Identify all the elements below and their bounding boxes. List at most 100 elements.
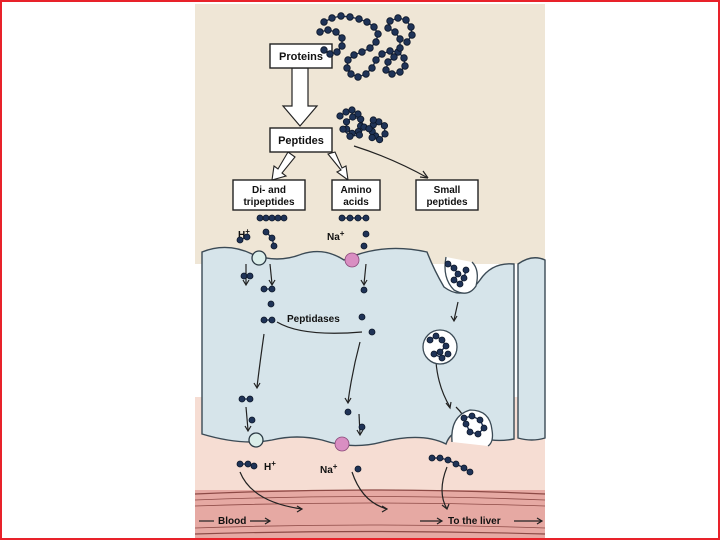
bead xyxy=(456,280,464,288)
bead xyxy=(328,14,336,22)
bead xyxy=(460,464,468,472)
bead xyxy=(338,34,346,42)
bead xyxy=(368,134,376,142)
blood-label: Blood xyxy=(218,516,246,527)
bead xyxy=(369,116,377,124)
bead xyxy=(346,13,354,21)
peptides-box: Peptides xyxy=(269,127,333,153)
dipeptide-in-cell-1 xyxy=(240,272,254,280)
bead xyxy=(240,272,248,280)
bead xyxy=(336,112,344,120)
di-tripeptides-box: Di- and tripeptides xyxy=(232,179,306,211)
bead xyxy=(274,214,282,222)
bead xyxy=(344,408,352,416)
bead xyxy=(390,53,398,61)
bead xyxy=(320,18,328,26)
bead xyxy=(401,62,409,70)
bead xyxy=(378,50,386,58)
bead xyxy=(354,110,362,118)
bead xyxy=(444,260,452,268)
bead xyxy=(386,17,394,25)
bead xyxy=(246,395,254,403)
amino-acid-exit-1 xyxy=(250,462,258,470)
bead xyxy=(466,468,474,476)
di-tri-label-line1: Di- and xyxy=(252,185,286,196)
amino-acid-exit-2 xyxy=(354,465,362,473)
bead xyxy=(366,44,374,52)
peptidases-arrow xyxy=(276,321,363,334)
blood-label-group: Blood xyxy=(199,516,272,527)
molecule-beads xyxy=(236,12,488,476)
bead xyxy=(474,430,482,438)
bead xyxy=(270,242,278,250)
bead xyxy=(438,336,446,344)
digestion-arrow xyxy=(281,67,319,127)
bead xyxy=(355,131,363,139)
bead xyxy=(268,285,276,293)
small-peptide-vesicle xyxy=(426,332,452,362)
bead xyxy=(358,48,366,56)
epithelial-cell xyxy=(201,246,515,447)
bead xyxy=(462,266,470,274)
peptidases-label: Peptidases xyxy=(287,314,340,325)
small-label-line1: Small xyxy=(434,185,461,196)
na-ion-bottom-label: Na+ xyxy=(320,462,338,476)
bead xyxy=(468,412,476,420)
dipeptide-entering xyxy=(236,233,251,244)
bead xyxy=(347,70,355,78)
bead xyxy=(452,460,460,468)
bead xyxy=(460,414,468,422)
bead xyxy=(391,28,399,36)
bead xyxy=(388,70,396,78)
bead xyxy=(243,233,251,241)
amino-acid-cell-3 xyxy=(358,313,366,321)
h-ion-bottom-label: H+ xyxy=(264,459,276,473)
bead xyxy=(432,332,440,340)
bead xyxy=(466,428,474,436)
bead xyxy=(256,214,264,222)
small-peptide-exocytosis xyxy=(460,412,488,438)
bead xyxy=(262,228,270,236)
bead xyxy=(338,214,346,222)
bead xyxy=(400,54,408,62)
bead xyxy=(244,460,252,468)
bead xyxy=(362,214,370,222)
liver-label-group: To the liver xyxy=(420,516,544,527)
amino-label-line2: acids xyxy=(343,197,369,208)
bead xyxy=(382,66,390,74)
amino-acid-cell-1 xyxy=(267,300,275,308)
bead xyxy=(354,73,362,81)
bead xyxy=(374,30,382,38)
bead xyxy=(238,395,246,403)
amino-acid-cell-2 xyxy=(360,286,368,294)
bead xyxy=(333,48,341,56)
bead xyxy=(342,118,351,126)
proteins-label: Proteins xyxy=(279,51,323,63)
bead xyxy=(248,416,256,424)
bead xyxy=(454,270,462,278)
h-transporter-bottom xyxy=(248,432,264,448)
arrow-to-small-peptides xyxy=(353,145,429,179)
small-peptides-box: Small peptides xyxy=(415,179,479,211)
bead xyxy=(348,106,356,114)
h-ion-top-label: H+ xyxy=(238,227,250,241)
bead xyxy=(316,28,324,36)
protein-chain-tail xyxy=(316,26,346,58)
bead xyxy=(324,26,332,34)
dipeptide-in-cell-3 xyxy=(260,316,276,324)
bead xyxy=(368,64,376,72)
bead xyxy=(260,316,268,324)
bead xyxy=(236,236,244,244)
bead xyxy=(428,454,436,462)
blood-vessel xyxy=(194,489,546,538)
bead xyxy=(365,125,373,133)
bead xyxy=(268,214,276,222)
bead xyxy=(246,272,254,280)
h-cotransporter-top xyxy=(251,250,267,266)
small-label-line2: peptides xyxy=(426,197,468,208)
arrow-to-di-tripeptides xyxy=(271,151,296,181)
peptide-chain-3 xyxy=(336,106,362,120)
bead xyxy=(262,214,270,222)
proteins-box: Proteins xyxy=(269,43,333,69)
bead xyxy=(403,38,411,46)
